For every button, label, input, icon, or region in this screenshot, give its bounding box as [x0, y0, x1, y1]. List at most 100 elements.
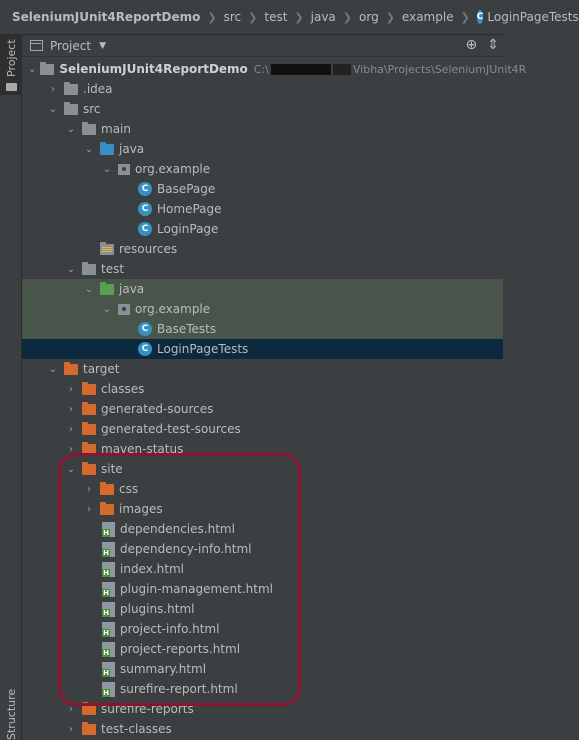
tree-item-homepage[interactable]: C HomePage — [22, 199, 503, 219]
expanded-arrow-icon[interactable]: ⌄ — [84, 283, 94, 295]
tree-item-label: maven-status — [101, 442, 184, 456]
html-file-icon — [102, 601, 115, 617]
breadcrumb-item-org[interactable]: org — [359, 10, 379, 24]
collapsed-arrow-icon[interactable]: › — [69, 423, 73, 435]
target-icon[interactable]: ⊕ — [465, 37, 478, 53]
tree-item-main[interactable]: ⌄ main — [22, 119, 503, 139]
tree-item-label: index.html — [120, 562, 184, 576]
tree-item-label: classes — [101, 382, 145, 396]
tree-item-label: BasePage — [157, 182, 216, 196]
structure-tool-label[interactable]: Structure — [5, 688, 18, 740]
tree-item-images[interactable]: › images — [22, 499, 503, 519]
tree-item-maven-status[interactable]: › maven-status — [22, 439, 503, 459]
project-view-selector[interactable]: Project — [50, 38, 92, 53]
tree-item-basepage[interactable]: C BasePage — [22, 179, 503, 199]
tree-item-generated-sources[interactable]: › generated-sources — [22, 399, 503, 419]
breadcrumb-item-example[interactable]: example — [401, 10, 454, 24]
tree-item-html-file[interactable]: dependencies.html — [22, 519, 503, 539]
tree-item-surefire-reports[interactable]: › surefire-reports — [22, 699, 503, 719]
tree-item-generated-test-sources[interactable]: › generated-test-sources — [22, 419, 503, 439]
breadcrumb-chevron-icon: ❯ — [342, 10, 353, 24]
tree-item-target[interactable]: ⌄ target — [22, 359, 503, 379]
breadcrumb-chevron-icon: ❯ — [385, 10, 395, 24]
expanded-arrow-icon[interactable]: ⌄ — [66, 263, 76, 275]
tree-item-main-java[interactable]: ⌄ java — [22, 139, 503, 159]
folder-icon — [64, 101, 78, 115]
tree-item-label: test-classes — [101, 722, 172, 736]
tree-item-resources[interactable]: resources — [22, 239, 503, 259]
collapsed-arrow-icon[interactable]: › — [69, 383, 73, 395]
collapsed-arrow-icon[interactable]: › — [69, 403, 73, 415]
tree-item-html-file[interactable]: dependency-info.html — [22, 539, 503, 559]
expanded-arrow-icon[interactable]: ⌄ — [102, 163, 112, 175]
folder-icon — [64, 81, 78, 95]
tree-item-label: project-reports.html — [120, 642, 241, 656]
left-tool-strip: Project Structure — [0, 35, 22, 740]
tree-item-label: dependency-info.html — [120, 542, 252, 556]
tree-item-src[interactable]: ⌄ src — [22, 99, 503, 119]
tree-item-test[interactable]: ⌄ test — [22, 259, 503, 279]
tree-item-test-classes[interactable]: › test-classes — [22, 719, 503, 739]
breadcrumb-chevron-icon: ❯ — [248, 10, 258, 24]
html-file-icon — [102, 521, 115, 537]
tree-item-label: LoginPage — [157, 222, 219, 236]
collapsed-arrow-icon[interactable]: › — [69, 723, 73, 735]
excluded-folder-icon — [82, 721, 96, 735]
collapsed-arrow-icon[interactable]: › — [69, 443, 73, 455]
tree-item-loginpagetests[interactable]: C LoginPageTests — [22, 339, 503, 359]
project-tool-button[interactable]: Project — [0, 35, 22, 95]
breadcrumb-chevron-icon: ❯ — [460, 10, 470, 24]
tree-item-main-package[interactable]: ⌄ org.example — [22, 159, 503, 179]
tree-item-html-file[interactable]: index.html — [22, 559, 503, 579]
project-tool-label: Project — [5, 39, 18, 77]
tree-item-label: css — [119, 482, 139, 496]
expanded-arrow-icon[interactable]: ⌄ — [48, 103, 58, 115]
tree-item-label: surefire-report.html — [120, 682, 238, 696]
expanded-arrow-icon[interactable]: ⌄ — [28, 63, 37, 75]
collapse-icon[interactable]: ⇕ — [487, 37, 499, 53]
test-class-icon: C — [138, 342, 152, 356]
tree-item-html-file[interactable]: summary.html — [22, 659, 503, 679]
tree-item-root[interactable]: ⌄ SeleniumJUnit4ReportDemo C:\Vibha\Proj… — [22, 59, 526, 79]
expanded-arrow-icon[interactable]: ⌄ — [66, 463, 76, 475]
tree-item-html-file[interactable]: surefire-report.html — [22, 679, 503, 699]
tree-item-site[interactable]: ⌄ site — [22, 459, 503, 479]
test-source-folder-icon — [100, 281, 114, 295]
tree-item-test-package[interactable]: ⌄ org.example — [22, 299, 503, 319]
dropdown-caret-icon[interactable]: ▼ — [99, 40, 106, 51]
tree-item-loginpage[interactable]: C LoginPage — [22, 219, 503, 239]
collapsed-arrow-icon[interactable]: › — [69, 703, 73, 715]
tree-item-label: java — [119, 282, 145, 296]
breadcrumb-item-loginpagetests[interactable]: LoginPageTests — [487, 10, 579, 24]
tree-item-label: .idea — [83, 82, 113, 96]
class-icon: C — [138, 222, 152, 236]
tree-item-label: surefire-reports — [101, 702, 194, 716]
breadcrumb-item-project[interactable]: SeleniumJUnit4ReportDemo — [12, 10, 201, 24]
breadcrumb-item-java[interactable]: java — [310, 10, 336, 24]
tree-item-idea[interactable]: › .idea — [22, 79, 503, 99]
expanded-arrow-icon[interactable]: ⌄ — [102, 303, 112, 315]
breadcrumb-chevron-icon: ❯ — [207, 10, 217, 24]
tree-item-html-file[interactable]: plugins.html — [22, 599, 503, 619]
source-folder-icon — [100, 141, 114, 155]
tree-item-label: dependencies.html — [120, 522, 235, 536]
tree-item-basetests[interactable]: C BaseTests — [22, 319, 503, 339]
expanded-arrow-icon[interactable]: ⌄ — [84, 143, 94, 155]
tree-item-css[interactable]: › css — [22, 479, 503, 499]
excluded-folder-icon — [100, 481, 114, 495]
tree-item-html-file[interactable]: project-reports.html — [22, 639, 503, 659]
tree-item-classes[interactable]: › classes — [22, 379, 503, 399]
expanded-arrow-icon[interactable]: ⌄ — [66, 123, 76, 135]
breadcrumb-item-src[interactable]: src — [223, 10, 242, 24]
tree-item-label: images — [119, 502, 163, 516]
tree-item-html-file[interactable]: plugin-management.html — [22, 579, 503, 599]
collapsed-arrow-icon[interactable]: › — [87, 503, 91, 515]
tree-item-test-java[interactable]: ⌄ java — [22, 279, 503, 299]
tree-item-html-file[interactable]: project-info.html — [22, 619, 503, 639]
folder-icon — [40, 61, 55, 75]
expanded-arrow-icon[interactable]: ⌄ — [48, 363, 58, 375]
breadcrumb: SeleniumJUnit4ReportDemo ❯ src ❯ test ❯ … — [0, 0, 579, 35]
collapsed-arrow-icon[interactable]: › — [87, 483, 91, 495]
collapsed-arrow-icon[interactable]: › — [51, 83, 55, 95]
breadcrumb-item-test[interactable]: test — [264, 10, 288, 24]
